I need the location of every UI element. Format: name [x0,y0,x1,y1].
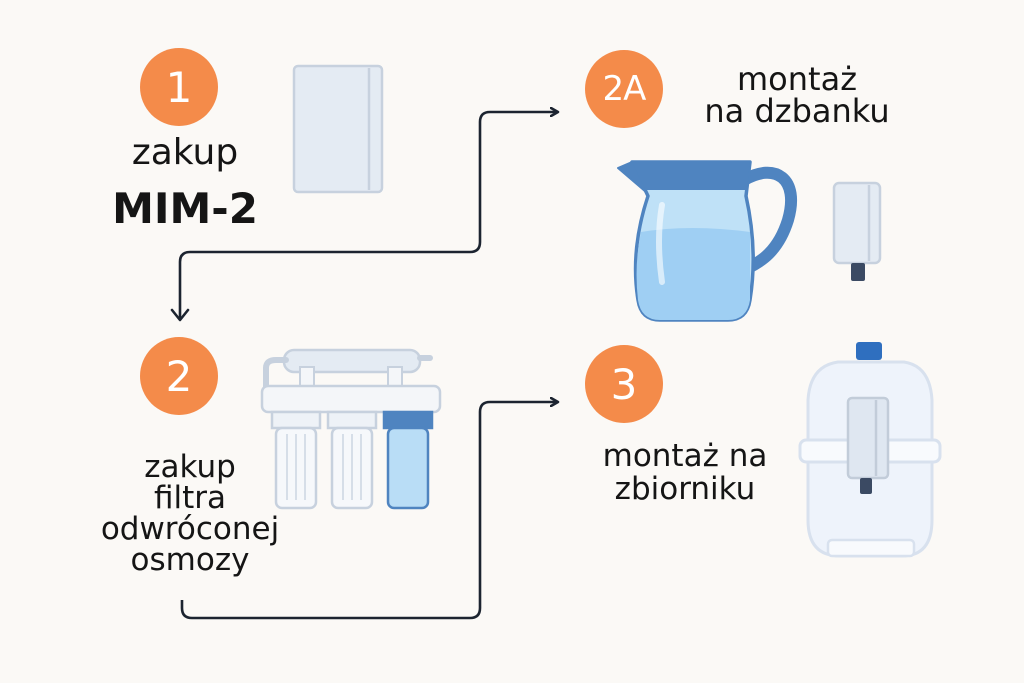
step-1-badge: 1 [140,48,218,126]
arrow-1-to-2-head [170,308,190,322]
step-1-product: MIM-2 [100,188,270,230]
step-2a-label-line1: montaż [737,60,857,98]
step-3-label: montaż na zbiorniku [570,440,800,505]
step-2-label-line3: odwróconej [100,511,280,547]
step-2-label: zakup filtra odwróconej osmozy [60,452,320,576]
arrow-2-to-3 [180,402,558,620]
step-2-badge: 2 [140,337,218,415]
step-1-label-line1: zakup [131,132,239,173]
step-2-label-line4: osmozy [130,542,250,578]
arrow-1-to-2a [178,112,558,320]
step-2a-label-line2: na dzbanku [704,92,890,130]
step-2a-label: montaż na dzbanku [672,63,922,127]
step-2-label-line2: filtra [153,480,227,516]
step-3-label-line1: montaż na [602,438,768,474]
step-3-badge: 3 [585,345,663,423]
step-1-label-line2: MIM-2 [112,184,258,233]
step-3-label-line2: zbiorniku [614,470,756,507]
step-2a-badge: 2A [585,50,663,128]
step-2-label-line1: zakup [144,449,236,485]
step-1-label: zakup [115,135,255,171]
